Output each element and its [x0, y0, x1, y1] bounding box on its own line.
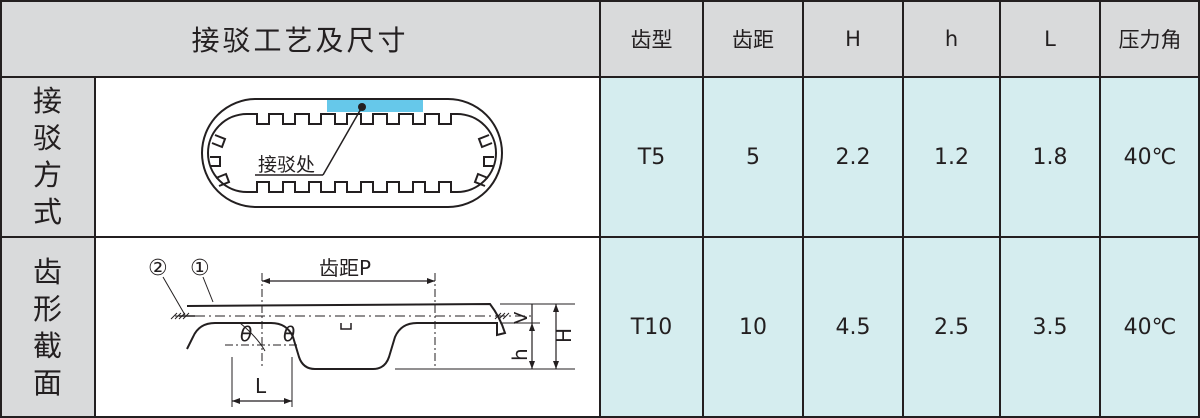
cell-value: T5	[637, 144, 666, 170]
col-header-L: L	[1000, 0, 1100, 77]
cell-t10-H: 4.5	[803, 237, 903, 418]
grid-line	[1099, 0, 1101, 418]
marker-2: ②	[148, 256, 168, 281]
grid-line	[999, 0, 1001, 418]
row-label-char: 齿	[32, 254, 62, 289]
cell-t10-angle: 40℃	[1100, 237, 1200, 418]
cell-t5-pitch: 5	[703, 77, 803, 237]
curve-teeth	[210, 134, 494, 187]
cell-value: T10	[630, 315, 673, 340]
cell-value: 40℃	[1123, 144, 1177, 170]
row-label-tooth-profile: 齿 形 截 面	[0, 237, 95, 418]
col-header-pitch: 齿距	[703, 0, 803, 77]
col-header-pressure-angle: 压力角	[1100, 0, 1200, 77]
cell-value: 2.2	[835, 144, 871, 170]
col-header-text: H	[845, 26, 861, 51]
row-label-char: 方	[32, 158, 62, 192]
grid-line	[94, 77, 96, 418]
h-label: h	[508, 348, 532, 361]
theta-left: θ	[240, 322, 252, 346]
col-header-text: 压力角	[1118, 27, 1182, 52]
belt-profile	[186, 302, 507, 370]
cell-t10-L: 3.5	[1000, 237, 1100, 418]
cell-value: 40℃	[1123, 315, 1177, 340]
grid-line	[902, 0, 904, 418]
col-header-text: 齿型	[630, 27, 673, 52]
cell-t5-angle: 40℃	[1100, 77, 1200, 237]
row-label-char: 形	[32, 291, 62, 326]
cell-value: 5	[746, 144, 760, 170]
cell-value: 10	[739, 315, 767, 340]
row-label-joint-method: 接 驳 方 式	[0, 77, 95, 237]
cell-t5-L: 1.8	[1000, 77, 1100, 237]
cell-t10-h: 2.5	[903, 237, 1000, 418]
row-label-char: 面	[32, 365, 62, 400]
grid-line	[599, 0, 601, 418]
marker-1: ①	[190, 256, 210, 281]
cell-value: 1.2	[934, 144, 969, 170]
joint-diagram-cell: 接驳处	[95, 77, 600, 237]
grid-line	[0, 0, 2, 418]
row-label-char: 接	[32, 84, 62, 118]
col-header-h: h	[903, 0, 1000, 77]
belt-outer	[201, 98, 503, 208]
belt-teeth	[207, 113, 497, 193]
joint-leader	[322, 106, 363, 176]
grid-line	[1198, 0, 1200, 418]
row-label-char: 驳	[32, 121, 62, 155]
joint-label: 接驳处	[258, 154, 315, 176]
cell-value: 3.5	[1032, 315, 1068, 340]
col-header-tooth-type: 齿型	[600, 0, 703, 77]
profile-diagram-cell: 齿距P ② ① θ θ L h V H	[95, 237, 600, 418]
V-label: V	[511, 311, 532, 324]
row-label-char: 式	[32, 195, 62, 229]
cell-t10-pitch: 10	[703, 237, 803, 418]
joint-diagram: 接驳处	[201, 98, 503, 208]
pitch-label: 齿距P	[319, 256, 371, 280]
joint-highlight	[327, 100, 423, 112]
cell-t5-h: 1.2	[903, 77, 1000, 237]
table-title-text: 接驳工艺及尺寸	[191, 23, 409, 57]
cell-t5-type: T5	[600, 77, 703, 237]
row-label-char: 截	[32, 328, 62, 363]
H-label: H	[552, 328, 576, 343]
cell-value: 2.5	[934, 315, 969, 340]
grid-line	[802, 0, 804, 418]
table-title: 接驳工艺及尺寸	[0, 0, 600, 77]
col-header-H: H	[803, 0, 903, 77]
col-header-text: L	[1044, 26, 1056, 51]
col-header-text: 齿距	[732, 27, 774, 52]
cell-t5-H: 2.2	[803, 77, 903, 237]
cell-t10-type: T10	[600, 237, 703, 418]
theta-right: θ	[283, 322, 295, 346]
col-header-text: h	[944, 26, 959, 51]
cell-value: 4.5	[835, 315, 871, 340]
profile-diagram: 齿距P ② ① θ θ L h V H	[148, 256, 576, 407]
cell-value: 1.8	[1032, 144, 1068, 170]
grid-line	[702, 0, 704, 418]
L-label: L	[255, 374, 267, 398]
